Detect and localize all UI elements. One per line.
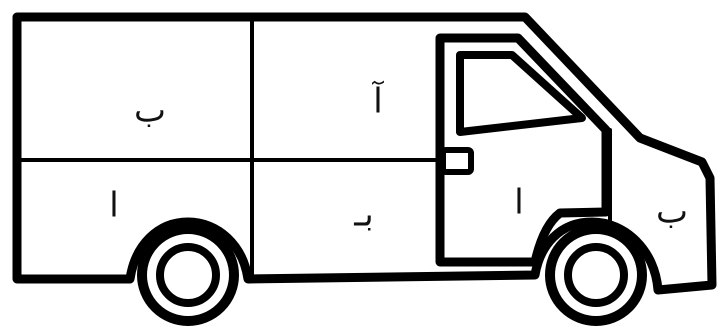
front-wheel xyxy=(550,229,642,321)
rear-wheel xyxy=(142,229,234,321)
label-cargo-bottom-left: ا xyxy=(109,186,118,226)
label-door: ا xyxy=(514,183,523,223)
cab-window xyxy=(460,55,582,132)
door-handle xyxy=(443,150,471,172)
label-cargo-bottom-right: بـ xyxy=(353,195,373,235)
label-cargo-top-left: ب xyxy=(134,91,166,131)
label-hood: ب xyxy=(656,192,688,232)
label-cargo-top-right: آ xyxy=(371,81,384,122)
